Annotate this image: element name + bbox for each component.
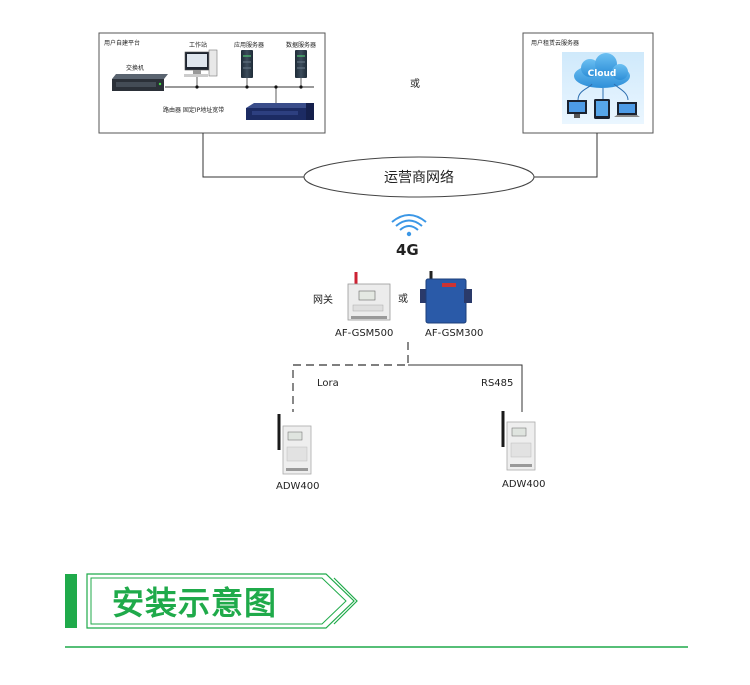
section-title: 安装示意图 (112, 584, 277, 622)
section-heading: 安装示意图 (65, 573, 358, 629)
gateway-model-a: AF-GSM500 (335, 328, 393, 339)
bus-node-dot (245, 85, 249, 89)
meter-right-icon (501, 411, 536, 471)
bus-node-dot (299, 85, 303, 89)
meter-left-icon (277, 414, 312, 475)
workstation-label: 工作站 (189, 41, 207, 49)
gateway-gsm500-icon (347, 272, 391, 321)
heading-arrow-outline-inner (90, 577, 347, 625)
cloud-server-box: 用户租赁云服务器 Cloud (522, 32, 654, 134)
meter-left-label: ADW400 (276, 481, 320, 492)
cloud-links (577, 83, 629, 101)
operator-network-label: 运营商网络 (384, 170, 454, 186)
rs485-link-line (408, 364, 523, 412)
lora-label: Lora (317, 378, 339, 389)
lora-link-line (292, 342, 409, 412)
platform-to-network-line (202, 133, 304, 178)
operator-network-ellipse (303, 156, 535, 198)
cloud-label: Cloud (588, 69, 617, 79)
wifi-signal-icon (391, 214, 427, 237)
db-server-label: 数据服务器 (286, 41, 316, 49)
gateway-or: 或 (398, 293, 408, 305)
switch-icon (112, 74, 168, 91)
self-built-platform-box: 用户自建平台 工作站 应用服务器 数据服务器 (98, 32, 326, 134)
or-connector-top: 或 (410, 78, 420, 90)
platform-title: 用户自建平台 (104, 39, 140, 47)
signal-4g-label: 4G (396, 241, 419, 259)
desktop-icon (567, 100, 587, 118)
rs485-label: RS485 (481, 378, 513, 389)
switch-label: 交换机 (126, 64, 144, 72)
bus-node-dot (195, 85, 199, 89)
laptop-icon (614, 102, 640, 117)
router-icon (246, 103, 314, 120)
heading-chevron (333, 577, 358, 625)
gateway-gsm300-icon (420, 271, 472, 324)
meter-right-label: ADW400 (502, 479, 546, 490)
tablet-icon (594, 99, 610, 119)
cloud-box-title: 用户租赁云服务器 (531, 39, 579, 47)
app-server-label: 应用服务器 (234, 41, 264, 49)
app-server-icon (241, 50, 253, 78)
db-server-icon (295, 50, 307, 78)
heading-accent-bar (65, 574, 77, 628)
bus-node-dot (274, 85, 278, 89)
gateway-label: 网关 (313, 293, 333, 306)
workstation-icon (184, 49, 218, 77)
heading-arrow-outline-outer (86, 573, 355, 629)
cloud-to-network-line (534, 133, 598, 178)
cloud-icon (574, 53, 630, 88)
gateway-model-b: AF-GSM300 (425, 328, 483, 339)
router-label: 路由器 固定IP地址宽带 (163, 106, 224, 114)
